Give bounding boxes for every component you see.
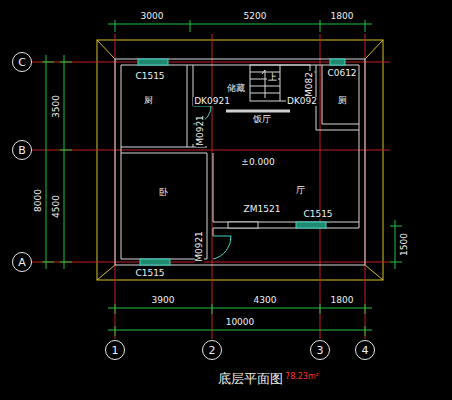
openings (226, 110, 290, 113)
dimension: 3900 (151, 296, 176, 305)
room-label: 上 (267, 73, 278, 82)
room-label: 卧 (158, 188, 169, 197)
room-label: 储藏 (226, 84, 246, 93)
axis-number: 4 (362, 345, 369, 356)
room-label: ZM1521 (243, 205, 282, 214)
dimension: 4500 (52, 194, 61, 219)
axis-bubble: 1 (105, 340, 125, 360)
room-label: 厕 (337, 96, 348, 105)
dimension: 8000 (34, 188, 43, 213)
dimension: 3000 (140, 12, 165, 21)
axis-number: C (18, 57, 26, 68)
dimension: 5200 (243, 12, 268, 21)
axis-bubble: C (12, 52, 32, 72)
room-label: DK092 (286, 97, 318, 106)
room-label: C1515 (302, 210, 333, 219)
axis-bubble: 3 (310, 340, 330, 360)
dimension: 10000 (225, 318, 256, 327)
room-label: C0612 (326, 69, 357, 78)
room-label: 厅 (295, 186, 306, 195)
room-label: 饭厅 (252, 115, 272, 124)
dimension: 1800 (330, 296, 355, 305)
room-label: C1515 (134, 269, 165, 278)
axis-number: 3 (317, 345, 324, 356)
axis-number: B (18, 145, 26, 156)
axis-number: 2 (209, 345, 216, 356)
roof-outline (97, 40, 383, 280)
room-label: C1515 (134, 72, 165, 81)
axis-bubble: 4 (355, 340, 375, 360)
area-note: 78.23m² (284, 373, 320, 381)
room-label: DK0921 (193, 97, 231, 106)
dimension: 1800 (330, 12, 355, 21)
axis-number: 1 (112, 345, 119, 356)
axis-bubble: 2 (202, 340, 222, 360)
drawing-title: 底层平面图 (218, 372, 283, 385)
room-label: 厨 (143, 96, 154, 105)
axis-lines (32, 34, 390, 339)
dimension: 4300 (253, 296, 278, 305)
room-label: M082 (304, 71, 313, 98)
windows (138, 59, 345, 265)
axis-bubble: A (12, 252, 32, 272)
dimension: 3500 (52, 94, 61, 119)
room-label: ±0.000 (240, 158, 275, 167)
dimension: 1500 (400, 232, 409, 257)
room-label: M0921 (195, 114, 204, 147)
axis-number: A (18, 257, 26, 268)
axis-bubble: B (12, 140, 32, 160)
dimension-lines (42, 20, 402, 336)
room-label: M0921 (194, 230, 203, 263)
walls (115, 59, 365, 265)
